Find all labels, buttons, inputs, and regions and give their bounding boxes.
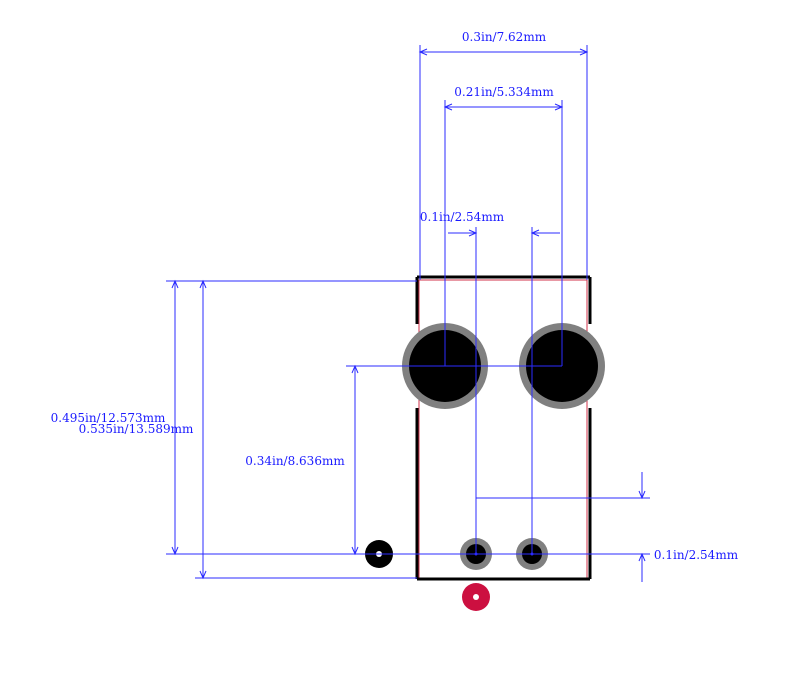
dimension-top-width-label: 0.3in/7.62mm	[462, 30, 547, 44]
dimension-height-inner-label: 0.495in/12.573mm	[51, 411, 166, 425]
dimension-pad-spacing-small-label: 0.1in/2.54mm	[420, 210, 505, 224]
dimension-height-pad-offset: 0.34in/8.636mm	[245, 364, 445, 556]
dimension-right-offset: 0.1in/2.54mm	[476, 472, 739, 582]
dimension-pad-spacing-small: 0.1in/2.54mm	[420, 210, 560, 554]
dimension-height-outer-label: 0.535in/13.589mm	[79, 422, 194, 436]
pin1-marker	[462, 583, 490, 611]
silkscreen-outline	[415, 275, 592, 581]
dimension-top-width: 0.3in/7.62mm	[418, 30, 589, 280]
dimension-height-outer: 0.535in/13.589mm	[79, 279, 417, 580]
dimension-right-offset-label: 0.1in/2.54mm	[654, 548, 739, 562]
dimension-height-pad-offset-label: 0.34in/8.636mm	[245, 454, 345, 468]
dimension-height-inner: 0.495in/12.573mm	[51, 279, 650, 556]
dimension-pad-spacing-large: 0.21in/5.334mm	[443, 85, 564, 367]
dimension-pad-spacing-large-label: 0.21in/5.334mm	[454, 85, 554, 99]
